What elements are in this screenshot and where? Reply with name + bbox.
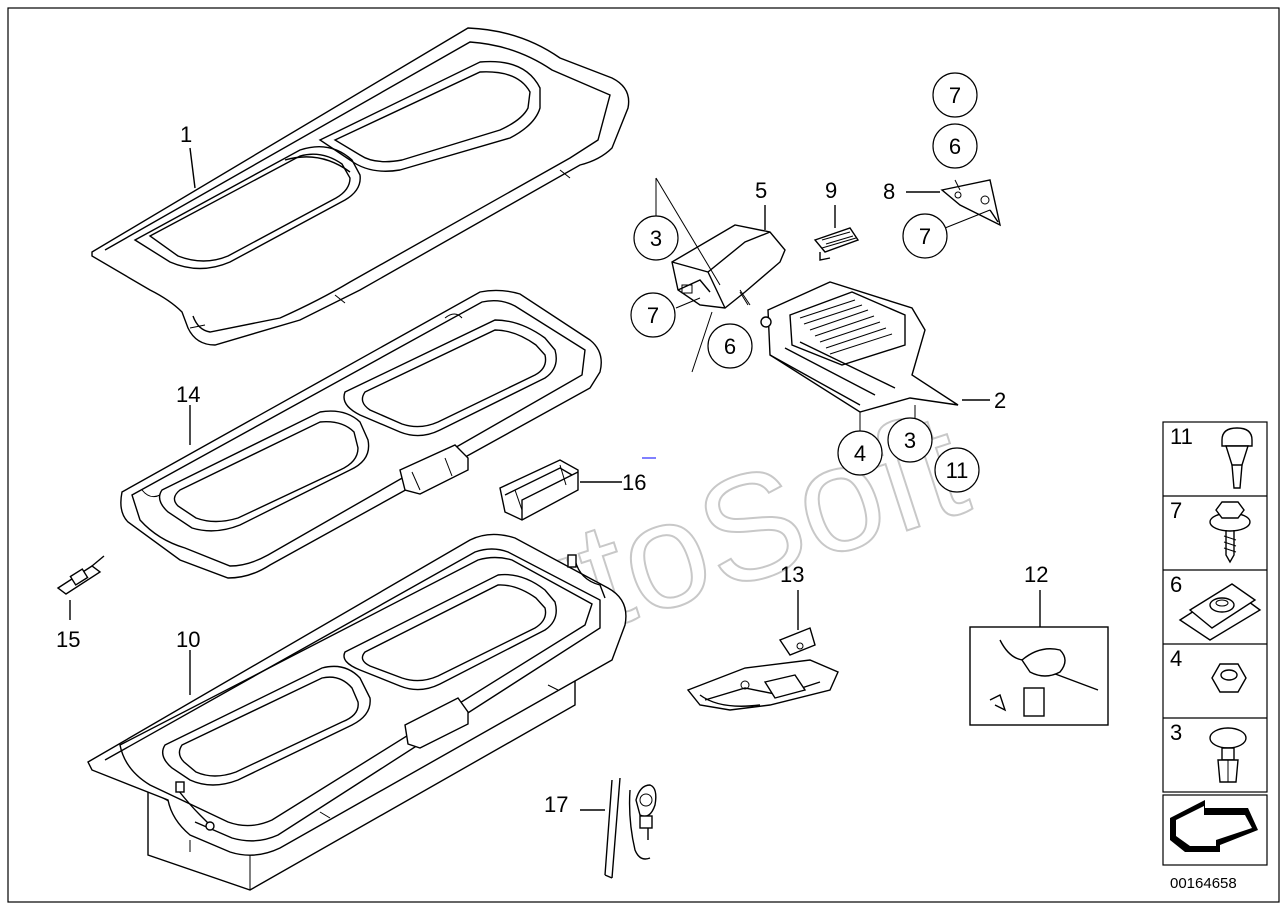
legend-row-6: 6 <box>1170 572 1262 641</box>
svg-text:6: 6 <box>724 334 736 359</box>
bracket-part-8: 8 <box>883 179 1002 227</box>
svg-text:3: 3 <box>650 226 662 251</box>
pin-part-15: 15 <box>56 555 105 652</box>
svg-text:7: 7 <box>1170 498 1182 523</box>
circled-callout-7a: 7 <box>630 292 676 338</box>
callout-part-10: 10 <box>176 627 200 652</box>
direction-arrow-icon <box>1162 794 1268 866</box>
svg-text:11: 11 <box>946 458 969 483</box>
push-rivet-icon <box>1221 427 1253 489</box>
diagram-frame <box>7 7 1280 903</box>
circled-callout-7c: 7 <box>902 213 948 259</box>
svg-text:7: 7 <box>919 224 931 249</box>
callout-part-12: 12 <box>1024 562 1048 587</box>
fastener-legend: 11 7 6 <box>1162 421 1268 866</box>
callout-part-15: 15 <box>56 627 80 652</box>
hex-screw-icon <box>1209 501 1251 564</box>
clip-nut-icon <box>1178 583 1262 641</box>
bracket-part-13: 13 <box>686 562 839 711</box>
grille-part-9: 9 <box>813 178 860 261</box>
svg-text:7: 7 <box>949 83 961 108</box>
callout-part-9: 9 <box>825 178 837 203</box>
svg-text:6: 6 <box>1170 572 1182 597</box>
parcel-shelf-part-14: 14 <box>120 289 602 579</box>
svg-text:6: 6 <box>949 134 961 159</box>
svg-text:11: 11 <box>1170 424 1193 449</box>
parcel-shelf-part-10: 10 <box>87 533 627 891</box>
svg-text:3: 3 <box>1170 720 1182 745</box>
circled-callout-6b: 6 <box>932 123 978 169</box>
circled-callout-6a: 6 <box>707 323 753 369</box>
leader-lines <box>655 177 991 432</box>
handle-part-16: 16 <box>499 457 656 521</box>
svg-text:4: 4 <box>854 441 866 466</box>
circled-callout-11: 11 <box>934 447 980 493</box>
legend-row-3: 3 <box>1170 720 1247 783</box>
callout-part-1: 1 <box>180 122 192 147</box>
legend-row-11: 11 <box>1170 424 1253 489</box>
diagram-number: 00164658 <box>1170 875 1237 892</box>
amplifier-part-2: 2 <box>760 281 1006 413</box>
parcel-shelf-part-1: 1 <box>91 27 630 346</box>
callout-part-14: 14 <box>176 382 200 407</box>
expanding-rivet-icon <box>1209 727 1247 783</box>
detail-part-12: 12 <box>969 562 1109 726</box>
circled-callouts: 3 7 6 7 6 7 4 3 <box>630 72 980 493</box>
callout-part-2: 2 <box>994 388 1006 413</box>
circled-callout-7b: 7 <box>932 72 978 118</box>
legend-row-4: 4 <box>1170 646 1247 693</box>
legend-row-7: 7 <box>1170 498 1251 564</box>
cover-part-5: 5 <box>671 178 786 309</box>
callout-part-13: 13 <box>780 562 804 587</box>
hex-nut-icon <box>1211 663 1247 693</box>
circled-callout-4: 4 <box>837 430 883 476</box>
callout-part-5: 5 <box>755 178 767 203</box>
callout-part-17: 17 <box>544 792 568 817</box>
circled-callout-3a: 3 <box>633 215 679 261</box>
callout-part-16: 16 <box>622 470 646 495</box>
callout-part-8: 8 <box>883 179 895 204</box>
svg-text:7: 7 <box>647 303 659 328</box>
circled-callout-3b: 3 <box>887 417 933 463</box>
svg-text:3: 3 <box>904 428 916 453</box>
cable-part-17: 17 <box>544 777 657 879</box>
svg-text:4: 4 <box>1170 646 1182 671</box>
